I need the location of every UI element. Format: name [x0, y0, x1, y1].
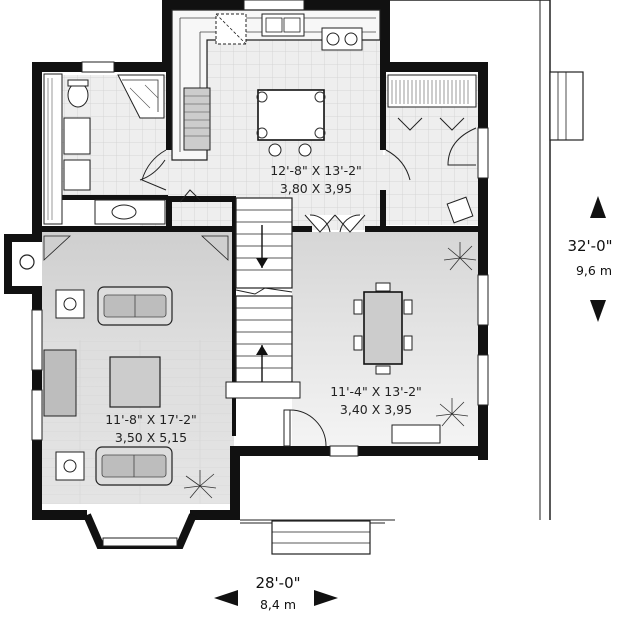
shower-icon: [117, 74, 165, 119]
living-room-furniture: [43, 235, 229, 499]
end-table-icon: [55, 451, 85, 481]
kitchen-counters: [171, 9, 381, 161]
dining-table-icon: [363, 291, 403, 365]
bathtub-icon: [43, 73, 63, 225]
sideboard-icon: [391, 424, 441, 444]
plant-icon: [183, 470, 217, 499]
staircase: [225, 197, 301, 399]
kitchen-dimensions-metric: 3,80 X 3,95: [280, 181, 352, 196]
width-imperial: 28'-0": [255, 574, 300, 592]
depth-imperial: 32'-0": [567, 237, 612, 255]
kitchen-dimensions-imperial: 12'-8" X 13'-2": [270, 163, 362, 178]
fireplace-icon: [19, 254, 35, 270]
living-dimensions-metric: 3,50 X 5,15: [115, 430, 187, 445]
arrow-up-icon: [590, 196, 606, 218]
chair-icon: [446, 196, 474, 224]
toilet-icon: [67, 82, 89, 108]
bar-stool-icon: [298, 143, 312, 157]
arrow-left-icon: [214, 590, 238, 606]
bathroom-fixtures: [43, 73, 166, 225]
arrow-right-icon: [314, 590, 338, 606]
arrow-down-icon: [590, 300, 606, 322]
stove-icon: [321, 27, 363, 51]
washer-icon: [63, 117, 91, 155]
width-metric: 8,4 m: [260, 597, 296, 612]
end-table-icon: [55, 289, 85, 319]
depth-metric: 9,6 m: [576, 263, 612, 278]
interior-walls: [42, 68, 488, 436]
bar-stool-icon: [268, 143, 282, 157]
closet: [385, 74, 477, 224]
depth-dimension: 32'-0" 9,6 m: [567, 196, 613, 322]
tv-cabinet-icon: [43, 349, 77, 417]
plant-icon: [435, 242, 477, 427]
bathroom-sink-icon: [111, 204, 137, 220]
width-dimension: 28'-0" 8,4 m: [214, 574, 338, 612]
living-dimensions-imperial: 11'-8" X 17'-2": [105, 412, 197, 427]
dining-furniture: [353, 242, 477, 444]
kitchen-island: [256, 89, 326, 157]
dining-dimensions-imperial: 11'-4" X 13'-2": [330, 384, 422, 399]
coffee-table-icon: [109, 356, 161, 408]
doors: [141, 149, 366, 447]
dishwasher-icon: [183, 87, 211, 151]
porch: [240, 0, 584, 555]
dining-dimensions-metric: 3,40 X 3,95: [340, 402, 412, 417]
